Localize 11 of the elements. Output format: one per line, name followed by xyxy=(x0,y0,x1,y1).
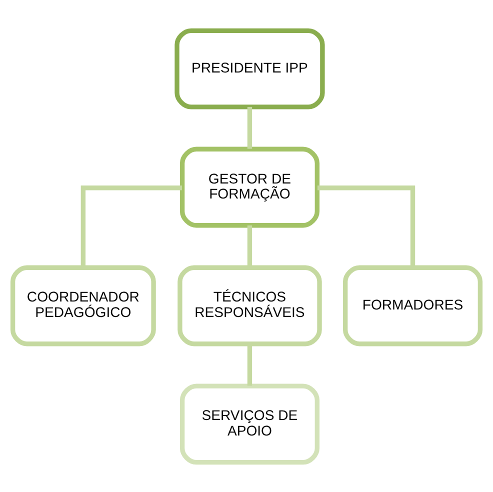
connector xyxy=(317,185,416,267)
connector xyxy=(247,224,252,267)
node-box: PRESIDENTE IPP xyxy=(174,28,325,109)
node-box: GESTOR DE FORMAÇÃO xyxy=(180,146,320,228)
node-box: TÉCNICOS RESPONSÁVEIS xyxy=(178,264,322,346)
node-box: COORDENADOR PEDAGÓGICO xyxy=(10,264,156,346)
node-box: SERVIÇOS DE APOIO xyxy=(180,383,320,464)
node-box: FORMADORES xyxy=(342,264,483,346)
connector xyxy=(247,106,252,148)
connector xyxy=(80,185,182,267)
connector xyxy=(247,343,252,386)
